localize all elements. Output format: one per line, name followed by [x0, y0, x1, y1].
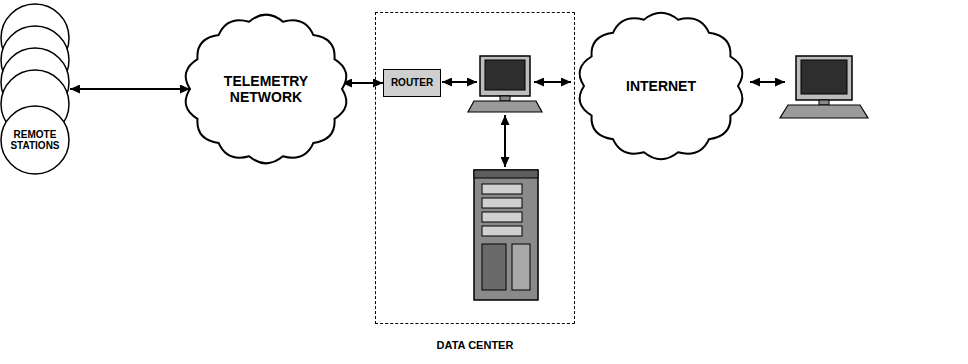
link-arrow	[342, 82, 383, 84]
node-label: ROUTER	[391, 77, 433, 89]
server-tower	[474, 170, 538, 300]
node-label: REMOTE STATIONS	[0, 129, 70, 152]
group-label: DATA CENTER	[376, 339, 574, 352]
node-label: INTERNET	[626, 78, 696, 94]
data-center-computer	[468, 56, 542, 112]
router-box: ROUTER	[383, 69, 441, 97]
link-arrow	[70, 88, 190, 90]
station-stack: REMOTE STATIONS	[0, 2, 70, 174]
network-cloud: TELEMETRY NETWORK	[186, 16, 346, 162]
data-center-boundary: DATA CENTERROUTER	[375, 12, 575, 324]
node-label: TELEMETRY NETWORK	[211, 73, 321, 105]
network-cloud: INTERNET	[580, 14, 742, 158]
remote-computer	[780, 56, 868, 118]
